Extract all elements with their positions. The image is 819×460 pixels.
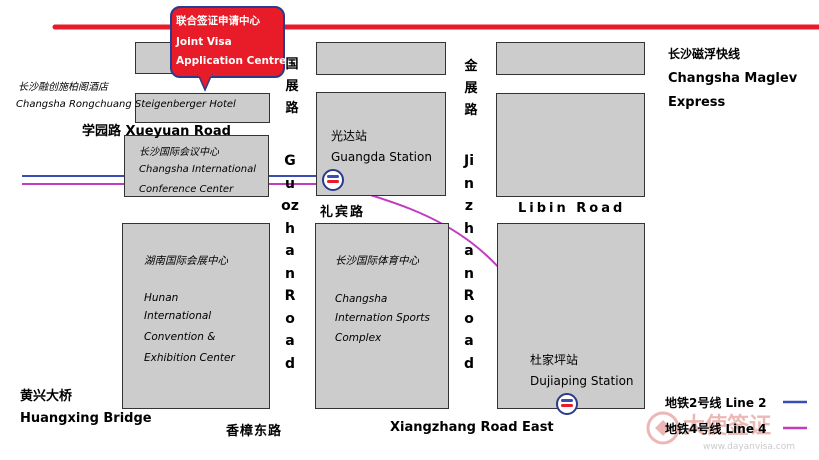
block-sports-complex [315, 223, 449, 409]
hotel-en: Changsha Rongchuang Steigenberger Hotel [16, 99, 236, 110]
watermark: 大使签证 www.dayanvisa.com [645, 400, 819, 460]
road-guozhan-en: Guozhan Road [281, 153, 299, 372]
guangda-metro-icon [322, 169, 344, 191]
callout-cn: 联合签证申请中心 [176, 15, 260, 27]
road-jinzhan-cn: 金展路 [464, 59, 478, 118]
hunan-expo-cn: 湖南国际会展中心 [144, 255, 228, 267]
joint-visa-callout: 联合签证申请中心 Joint Visa Application Centre [170, 6, 287, 78]
road-xiangzhang-cn: 香樟东路 [226, 424, 283, 439]
legend-line2-label: 地铁2号线 Line 2 [665, 396, 767, 410]
road-guozhan-cn: 国展路 [285, 57, 299, 116]
maglev-en-2: Express [668, 95, 726, 110]
road-libin-cn: 礼宾路 [320, 205, 366, 220]
guangda-cn: 光达站 [331, 129, 368, 143]
callout-en-2: Application Centre [176, 55, 287, 67]
block-right-middle [496, 93, 645, 197]
sports-en-2: Internation Sports [335, 312, 430, 324]
block-conference-center [124, 135, 269, 197]
watermark-url: www.dayanvisa.com [703, 442, 796, 452]
hunan-expo-en-1: Hunan [144, 292, 179, 304]
maglev-en-1: Changsha Maglev [668, 71, 798, 86]
sports-cn: 长沙国际体育中心 [335, 255, 419, 267]
block-dujiaping [497, 223, 645, 409]
road-libin-en: Libin Road [518, 201, 626, 216]
watermark-brand: 大使签证 [683, 414, 772, 439]
conference-en-2: Conference Center [139, 184, 234, 195]
maglev-cn: 长沙磁浮快线 [668, 47, 741, 61]
block-hunan-expo [122, 223, 270, 409]
conference-cn: 长沙国际会议中心 [139, 147, 219, 158]
block-top-right [496, 42, 645, 75]
hunan-expo-en-2: International [144, 310, 212, 322]
callout-en-1: Joint Visa [176, 36, 232, 48]
bridge-cn: 黄兴大桥 [20, 389, 73, 404]
road-xueyuan: 学园路 Xueyuan Road [82, 124, 231, 139]
block-hotel [135, 93, 270, 123]
bridge-en: Huangxing Bridge [20, 411, 152, 426]
road-jinzhan-en: Jinzhan Road [463, 153, 475, 372]
sports-en-1: Changsha [335, 293, 388, 305]
dujiaping-metro-icon [556, 393, 578, 415]
dujiaping-cn: 杜家坪站 [530, 353, 579, 367]
conference-en-1: Changsha International [139, 164, 256, 175]
hotel-cn: 长沙融创施柏阁酒店 [18, 82, 108, 93]
block-top-middle [316, 42, 446, 75]
hunan-expo-en-3: Convention & [144, 331, 216, 343]
sports-en-3: Complex [335, 332, 382, 344]
hunan-expo-en-4: Exhibition Center [144, 352, 235, 364]
legend-line4-label: 地铁4号线 Line 4 [665, 422, 767, 436]
road-xiangzhang-en: Xiangzhang Road East [390, 420, 554, 435]
callout-pointer [197, 74, 213, 92]
watermark-logo-icon [646, 411, 680, 445]
guangda-en: Guangda Station [331, 150, 432, 164]
dujiaping-en: Dujiaping Station [530, 374, 634, 388]
